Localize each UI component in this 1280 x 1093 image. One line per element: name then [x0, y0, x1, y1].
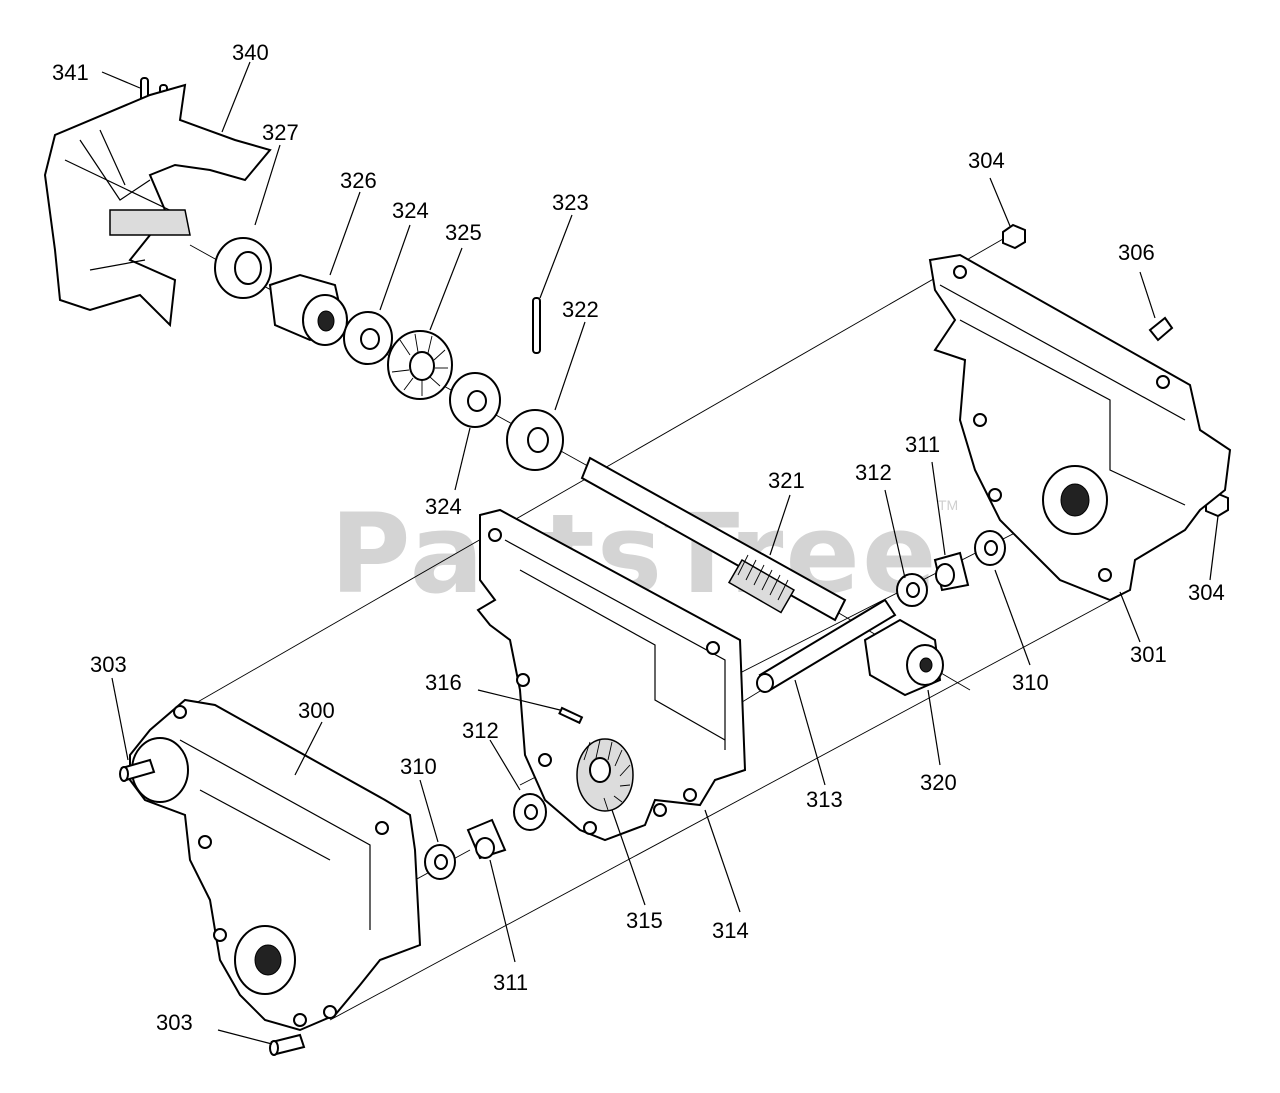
part-303-screw-top — [119, 758, 156, 782]
part-327-washer — [214, 237, 272, 299]
part-314-gasket — [476, 508, 747, 842]
part-310-washer-right — [974, 530, 1006, 566]
part-340-auger — [43, 83, 272, 328]
part-310-washer-left — [424, 844, 456, 880]
part-300-gear-case-left — [129, 698, 422, 1032]
part-304-nut-top — [1002, 223, 1026, 250]
label-315: 315 — [626, 908, 663, 933]
label-314: 314 — [712, 918, 749, 943]
label-312-left: 312 — [462, 718, 499, 743]
part-303-screw-bottom — [269, 1033, 306, 1056]
part-301-gear-case-right — [928, 253, 1232, 602]
label-310-left: 310 — [400, 754, 437, 779]
part-311-bushing-right — [933, 551, 970, 592]
label-325: 325 — [445, 220, 482, 245]
part-306-fitting — [1148, 316, 1174, 342]
part-324-washer-a — [343, 311, 393, 365]
label-320: 320 — [920, 770, 957, 795]
label-301: 301 — [1130, 642, 1167, 667]
label-304-top: 304 — [968, 148, 1005, 173]
label-324-bottom: 324 — [425, 494, 462, 519]
part-322-washer — [506, 409, 564, 471]
part-315-gear — [576, 738, 634, 812]
label-323: 323 — [552, 190, 589, 215]
leader-lines — [101, 61, 1219, 1045]
part-321-worm-shaft — [580, 456, 847, 622]
part-313-shaft — [756, 598, 897, 693]
part-312-washer-right — [896, 573, 928, 607]
label-303-top: 303 — [90, 652, 127, 677]
label-311-right: 311 — [905, 432, 940, 457]
part-316-key — [558, 706, 584, 725]
part-326-bearing — [268, 273, 348, 346]
part-311-bushing-left — [466, 818, 507, 860]
label-326: 326 — [340, 168, 377, 193]
label-311-left: 311 — [493, 970, 528, 995]
label-321: 321 — [768, 468, 805, 493]
label-341: 341 — [52, 60, 89, 85]
label-300: 300 — [298, 698, 335, 723]
part-324-washer-b — [449, 372, 501, 428]
label-327: 327 — [262, 120, 299, 145]
part-325-thrust-bearing — [387, 330, 453, 400]
label-303-bottom: 303 — [156, 1010, 193, 1035]
label-304-right: 304 — [1188, 580, 1225, 605]
label-324-top: 324 — [392, 198, 429, 223]
watermark-trademark: TM — [938, 497, 958, 513]
label-316: 316 — [425, 670, 462, 695]
part-labels: 341 340 327 326 324 325 323 322 324 304 … — [52, 40, 1225, 1035]
part-320-bearing — [863, 618, 944, 697]
label-310-right: 310 — [1012, 670, 1049, 695]
part-312-washer-left — [513, 793, 547, 831]
label-340: 340 — [232, 40, 269, 65]
label-306: 306 — [1118, 240, 1155, 265]
label-313: 313 — [806, 787, 843, 812]
part-323-pin — [532, 297, 541, 354]
label-322: 322 — [562, 297, 599, 322]
label-312-right: 312 — [855, 460, 892, 485]
